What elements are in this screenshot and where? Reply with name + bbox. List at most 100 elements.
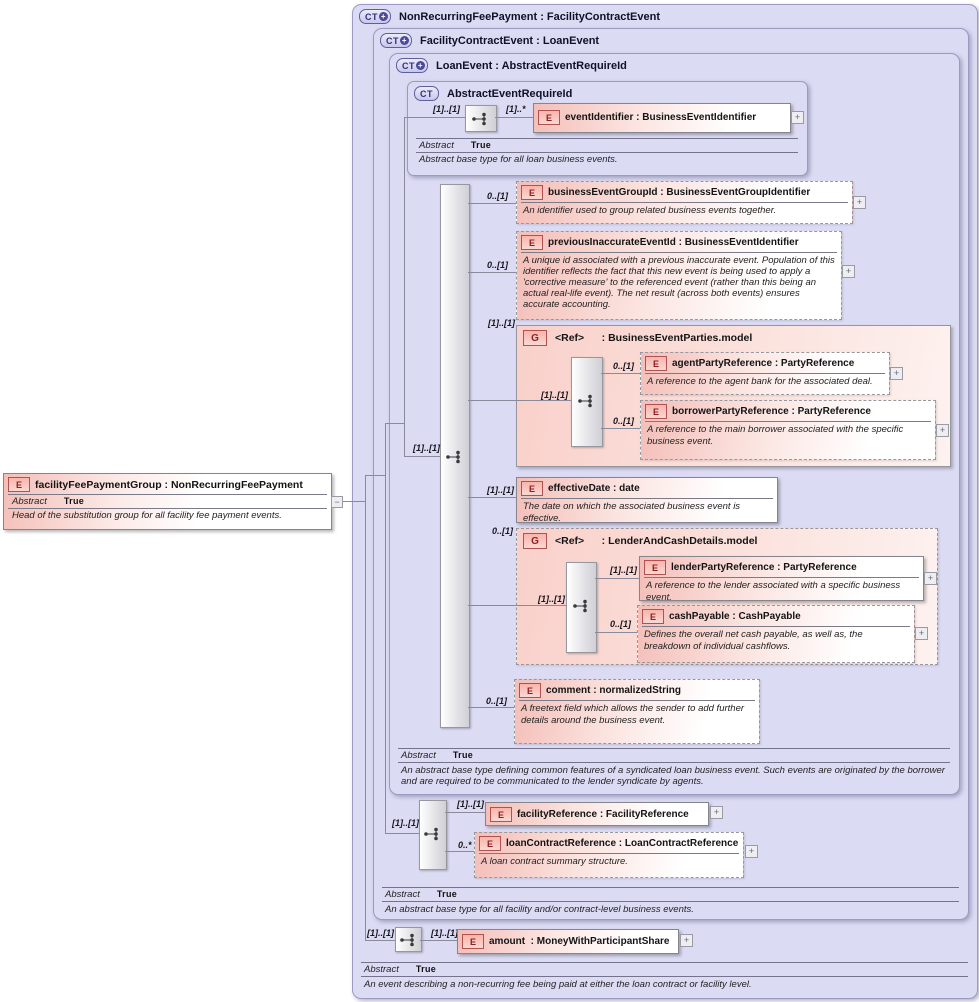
divider — [382, 887, 959, 888]
abstract-label: Abstract — [419, 140, 454, 151]
element-box-comment[interactable]: E comment : normalizedString A freetext … — [514, 679, 760, 744]
abstract-facet-row: Abstract True — [401, 750, 473, 761]
expand-button[interactable]: + — [710, 806, 723, 819]
element-box-cashpayable[interactable]: E cashPayable : CashPayable Defines the … — [637, 605, 915, 663]
element-title: loanContractReference : LoanContractRefe… — [506, 838, 739, 849]
element-icon: E — [538, 110, 560, 125]
divider — [361, 976, 968, 977]
element-box-lenderpartyreference[interactable]: E lenderPartyReference : PartyReference … — [639, 556, 924, 603]
cardinality-label: 0..[1] — [486, 696, 508, 706]
complextype-header: CT+ NonRecurringFeePayment : FacilityCon… — [359, 9, 660, 24]
element-title: eventIdentifier : BusinessEventIdentifie… — [565, 112, 757, 123]
element-title: amount : MoneyWithParticipantShare — [489, 936, 670, 947]
expand-button[interactable]: + — [936, 424, 949, 437]
connector-line — [595, 632, 637, 633]
ct-label: CT — [386, 35, 399, 46]
divider — [8, 494, 327, 495]
sequence-bar[interactable] — [566, 562, 597, 653]
cardinality-label: [1]..[1] — [413, 443, 440, 453]
expand-button[interactable]: + — [924, 572, 937, 585]
divider — [519, 700, 755, 701]
ct-label: CT — [365, 11, 378, 22]
cardinality-label: [1]..[1] — [367, 928, 394, 938]
element-title: effectiveDate : date — [548, 483, 640, 494]
expand-button[interactable]: + — [853, 196, 866, 209]
complextype-icon[interactable]: CT+ — [396, 58, 428, 73]
element-box-amount[interactable]: E amount : MoneyWithParticipantShare — [457, 929, 679, 954]
element-icon: E — [645, 356, 667, 371]
cardinality-label: 0..* — [458, 840, 472, 850]
abstract-label: Abstract — [385, 889, 420, 900]
expand-button[interactable]: + — [842, 265, 855, 278]
cardinality-label: [1]..[1] — [487, 485, 514, 495]
divider — [416, 138, 798, 139]
connector-line — [420, 940, 457, 941]
sequence-bar[interactable] — [419, 800, 447, 870]
complextype-header: CT AbstractEventRequireId — [414, 86, 572, 101]
abstract-label: Abstract — [12, 496, 47, 507]
expand-button[interactable]: + — [680, 934, 693, 947]
sequence-bar[interactable] — [571, 357, 603, 447]
element-icon: E — [521, 185, 543, 200]
element-box-businesseventgroupid[interactable]: E businessEventGroupId : BusinessEventGr… — [516, 181, 853, 224]
divider — [521, 202, 848, 203]
cardinality-label: [1]..[1] — [431, 928, 458, 938]
abstract-value: True — [63, 496, 85, 506]
element-box-previousinaccurateeventid[interactable]: E previousInaccurateEventId : BusinessEv… — [516, 231, 842, 320]
element-box-effectivedate[interactable]: E effectiveDate : date The date on which… — [516, 477, 778, 524]
abstract-facet-row: Abstract True — [385, 889, 457, 900]
expand-button[interactable]: + — [890, 367, 903, 380]
complextype-icon[interactable]: CT+ — [359, 9, 391, 24]
cardinality-label: 0..[1] — [613, 361, 635, 371]
cardinality-label: 0..[1] — [492, 526, 514, 536]
divider — [398, 762, 950, 763]
cardinality-label: 0..[1] — [610, 619, 632, 629]
expand-button[interactable]: + — [791, 111, 804, 124]
divider — [521, 252, 837, 253]
cardinality-label: [1]..[1] — [538, 594, 565, 604]
group-title: <Ref> : LenderAndCashDetails.model — [555, 535, 758, 547]
abstract-value: True — [415, 964, 437, 974]
sequence-icon[interactable] — [465, 105, 497, 132]
divider — [642, 626, 910, 627]
connector-line — [365, 475, 366, 941]
type-annotation: Abstract base type for all loan business… — [419, 154, 618, 165]
sequence-bar[interactable] — [440, 184, 470, 728]
derived-plus-icon: + — [379, 12, 388, 21]
element-icon: E — [462, 934, 484, 949]
complextype-header: CT+ FacilityContractEvent : LoanEvent — [380, 33, 599, 48]
group-header: G <Ref> : BusinessEventParties.model — [517, 326, 950, 350]
complextype-icon[interactable]: CT+ — [380, 33, 412, 48]
element-box-borrowerpartyreference[interactable]: E borrowerPartyReference : PartyReferenc… — [640, 400, 936, 460]
element-annotation: An identifier used to group related busi… — [523, 205, 777, 216]
collapse-button[interactable]: − — [331, 496, 343, 508]
element-icon: E — [8, 477, 30, 492]
element-annotation: A reference to the lender associated wit… — [646, 580, 901, 603]
connector-line — [404, 456, 440, 457]
element-box-agentpartyreference[interactable]: E agentPartyReference : PartyReference A… — [640, 352, 890, 395]
connector-line — [404, 117, 465, 118]
element-box-facilityreference[interactable]: E facilityReference : FacilityReference — [485, 802, 709, 826]
abstract-value: True — [470, 140, 492, 150]
connector-line — [385, 833, 419, 834]
element-box-facilityfeepaymentgroup[interactable]: E facilityFeePaymentGroup : NonRecurring… — [3, 473, 332, 530]
element-annotation: A reference to the agent bank for the as… — [647, 376, 873, 387]
derived-plus-icon: + — [400, 36, 409, 45]
abstract-value: True — [452, 750, 474, 760]
connector-line — [468, 272, 516, 273]
element-title: agentPartyReference : PartyReference — [672, 358, 855, 369]
connector-line — [468, 497, 516, 498]
element-box-eventidentifier[interactable]: E eventIdentifier : BusinessEventIdentif… — [533, 103, 791, 133]
abstract-label: Abstract — [364, 964, 399, 975]
connector-line — [468, 707, 514, 708]
complextype-icon[interactable]: CT — [414, 86, 439, 101]
element-icon: E — [644, 560, 666, 575]
expand-button[interactable]: + — [915, 627, 928, 640]
sequence-icon[interactable] — [395, 927, 422, 952]
element-box-loancontractreference[interactable]: E loanContractReference : LoanContractRe… — [474, 832, 744, 878]
ct-label: CT — [420, 88, 433, 99]
expand-button[interactable]: + — [745, 845, 758, 858]
connector-line — [468, 203, 516, 204]
divider — [644, 577, 919, 578]
complextype-title: AbstractEventRequireId — [447, 87, 573, 100]
